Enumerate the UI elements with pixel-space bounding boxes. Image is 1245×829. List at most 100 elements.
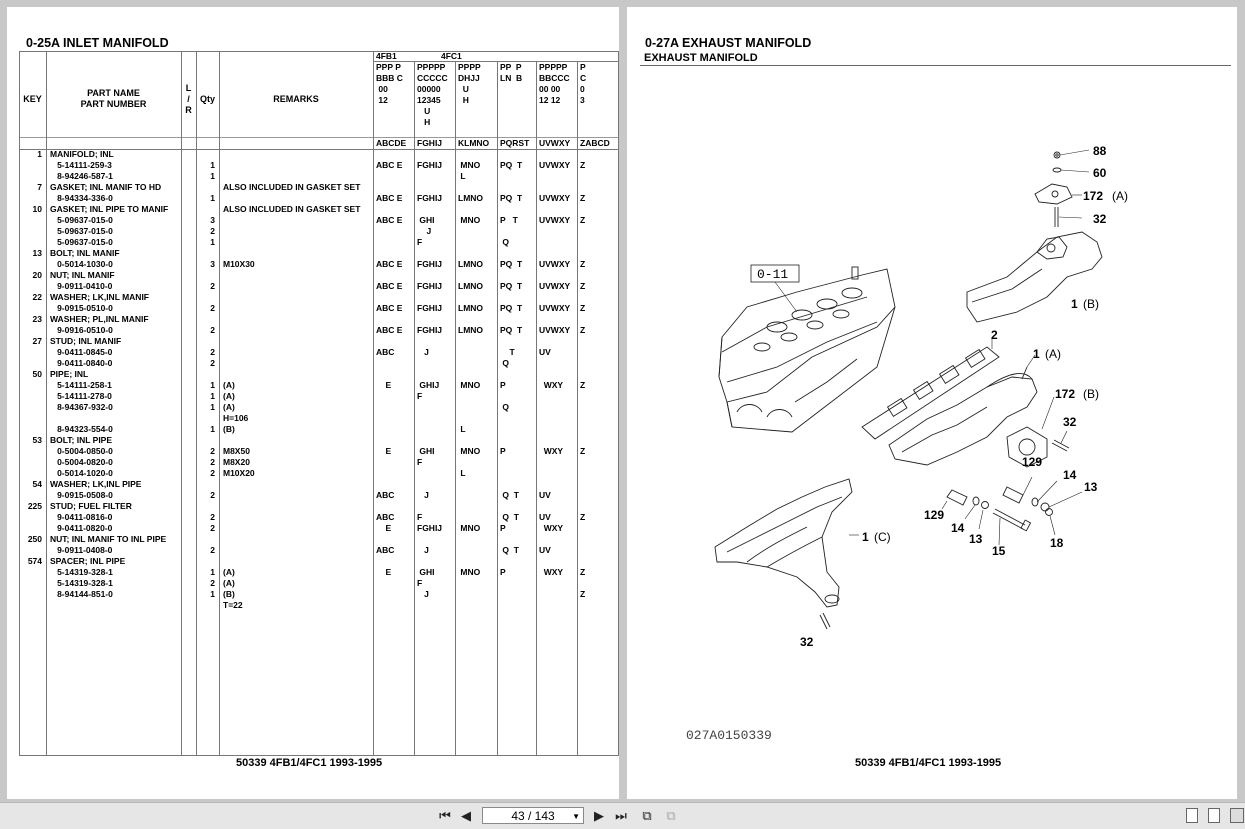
row-remarks: M10X30 (223, 259, 255, 269)
row-key: 23 (32, 314, 42, 324)
row-description: 9-0915-0508-0 (50, 490, 113, 500)
first-page-button[interactable]: ⏮ (439, 808, 451, 823)
row-description: 0-5004-0820-0 (50, 457, 113, 467)
row-key: 27 (32, 336, 42, 346)
row-code: ABC E (376, 259, 403, 269)
row-code: MNO (458, 160, 481, 170)
column-divider (414, 61, 415, 755)
row-qty: 2 (210, 347, 215, 357)
key-header: KEY (23, 94, 42, 104)
callout-32b: 32 (1063, 415, 1077, 429)
last-page-button[interactable]: ⏭ (615, 808, 627, 823)
row-code: E (376, 567, 392, 577)
row-code: UV (539, 347, 551, 357)
row-code: ABC E (376, 193, 403, 203)
callout-172b-suffix: (B) (1083, 387, 1099, 401)
lr-header-r: R (185, 105, 192, 115)
row-remarks: (A) (223, 578, 235, 588)
continuous-view-icon[interactable] (1208, 808, 1220, 823)
row-description: BOLT; INL PIPE (50, 435, 113, 445)
row-qty: 3 (210, 215, 215, 225)
row-qty: 2 (210, 358, 215, 368)
callout-1b: 1 (1071, 297, 1078, 311)
row-qty: 1 (210, 567, 215, 577)
row-code: Z (580, 303, 586, 313)
row-remarks: (A) (223, 402, 235, 412)
next-page-button[interactable]: ▶ (594, 808, 604, 823)
group-header-rule (373, 61, 618, 62)
row-description: BOLT; INL MANIF (50, 248, 120, 258)
row-code: MNO (458, 446, 481, 456)
row-qty: 2 (210, 490, 215, 500)
qty-header: Qty (199, 94, 215, 104)
column-divider (196, 51, 197, 755)
row-code: MNO (458, 215, 481, 225)
page-title: 0-25A INLET MANIFOLD (26, 36, 169, 50)
row-code: L (458, 468, 466, 478)
copy-icon[interactable]: ⧉ (666, 808, 676, 823)
callout-1a: 1 (1033, 347, 1040, 361)
row-code: Q T (500, 545, 519, 555)
table-top-border (19, 51, 619, 52)
two-page-view-icon[interactable] (1230, 808, 1244, 823)
rotate-icon[interactable]: ⧉ (642, 808, 652, 823)
callout-60: 60 (1093, 166, 1107, 180)
table-bottom-border (19, 755, 619, 756)
row-code: WXY (539, 523, 564, 533)
nut-18-drawing (1045, 508, 1056, 536)
code-column-header: PPP P BBB C 00 12 (376, 62, 403, 105)
row-code: P (500, 567, 506, 577)
row-code: FGHIJ (417, 281, 443, 291)
row-code: UVWXY (539, 325, 571, 335)
row-remarks: M8X20 (223, 457, 250, 467)
row-code: LMNO (458, 193, 484, 203)
row-qty: 2 (210, 545, 215, 555)
row-description: 5-14111-259-3 (50, 160, 112, 170)
column-divider (497, 61, 498, 755)
row-description: 5-09637-015-0 (50, 237, 113, 247)
row-code: FGHIJ (417, 259, 443, 269)
code-column-letters: FGHIJ (417, 138, 443, 148)
row-code: ABC E (376, 215, 403, 225)
row-code: J (417, 347, 429, 357)
nut-13a-drawing (1040, 491, 1083, 512)
row-qty: 2 (210, 523, 215, 533)
callout-1b-suffix: (B) (1083, 297, 1099, 311)
row-code: J (417, 589, 429, 599)
row-qty: 1 (210, 171, 215, 181)
row-key: 54 (32, 479, 42, 489)
row-code: P (500, 446, 506, 456)
column-divider (577, 61, 578, 755)
row-description: 9-0911-0410-0 (50, 281, 113, 291)
previous-page-button[interactable]: ◀ (461, 808, 471, 823)
single-page-view-icon[interactable] (1186, 808, 1198, 823)
page-number-select[interactable]: 43 / 143 ▼ (482, 807, 584, 824)
row-code: FGHIJ (417, 193, 443, 203)
row-code: E (376, 380, 392, 390)
row-code: F (417, 237, 423, 247)
code-column-letters: UVWXY (539, 138, 571, 148)
row-description: 9-0916-0510-0 (50, 325, 113, 335)
callout-1a-suffix: (A) (1045, 347, 1061, 361)
row-code: UV (539, 545, 551, 555)
page-footer: 50339 4FB1/4FC1 1993-1995 (236, 757, 383, 769)
row-key: 50 (32, 369, 42, 379)
row-qty: 1 (210, 402, 215, 412)
row-code: UV (539, 490, 551, 500)
callout-129b: 129 (924, 508, 944, 522)
callout-14b: 14 (951, 521, 965, 535)
row-code: ABC E (376, 281, 403, 291)
header-bottom-border (19, 149, 619, 150)
row-description: 5-14111-258-1 (50, 380, 112, 390)
stud-32a-drawing (1054, 207, 1083, 227)
callout-32c: 32 (800, 635, 814, 649)
row-code: Q (500, 237, 509, 247)
row-code: Z (580, 589, 586, 599)
row-qty: 2 (210, 468, 215, 478)
row-key: 1 (37, 149, 42, 159)
row-code: E (376, 446, 392, 456)
code-column-letters: KLMNO (458, 138, 490, 148)
row-code: LMNO (458, 259, 484, 269)
row-code: FGHIJ (417, 160, 443, 170)
row-remarks: ALSO INCLUDED IN GASKET SET (223, 182, 361, 192)
